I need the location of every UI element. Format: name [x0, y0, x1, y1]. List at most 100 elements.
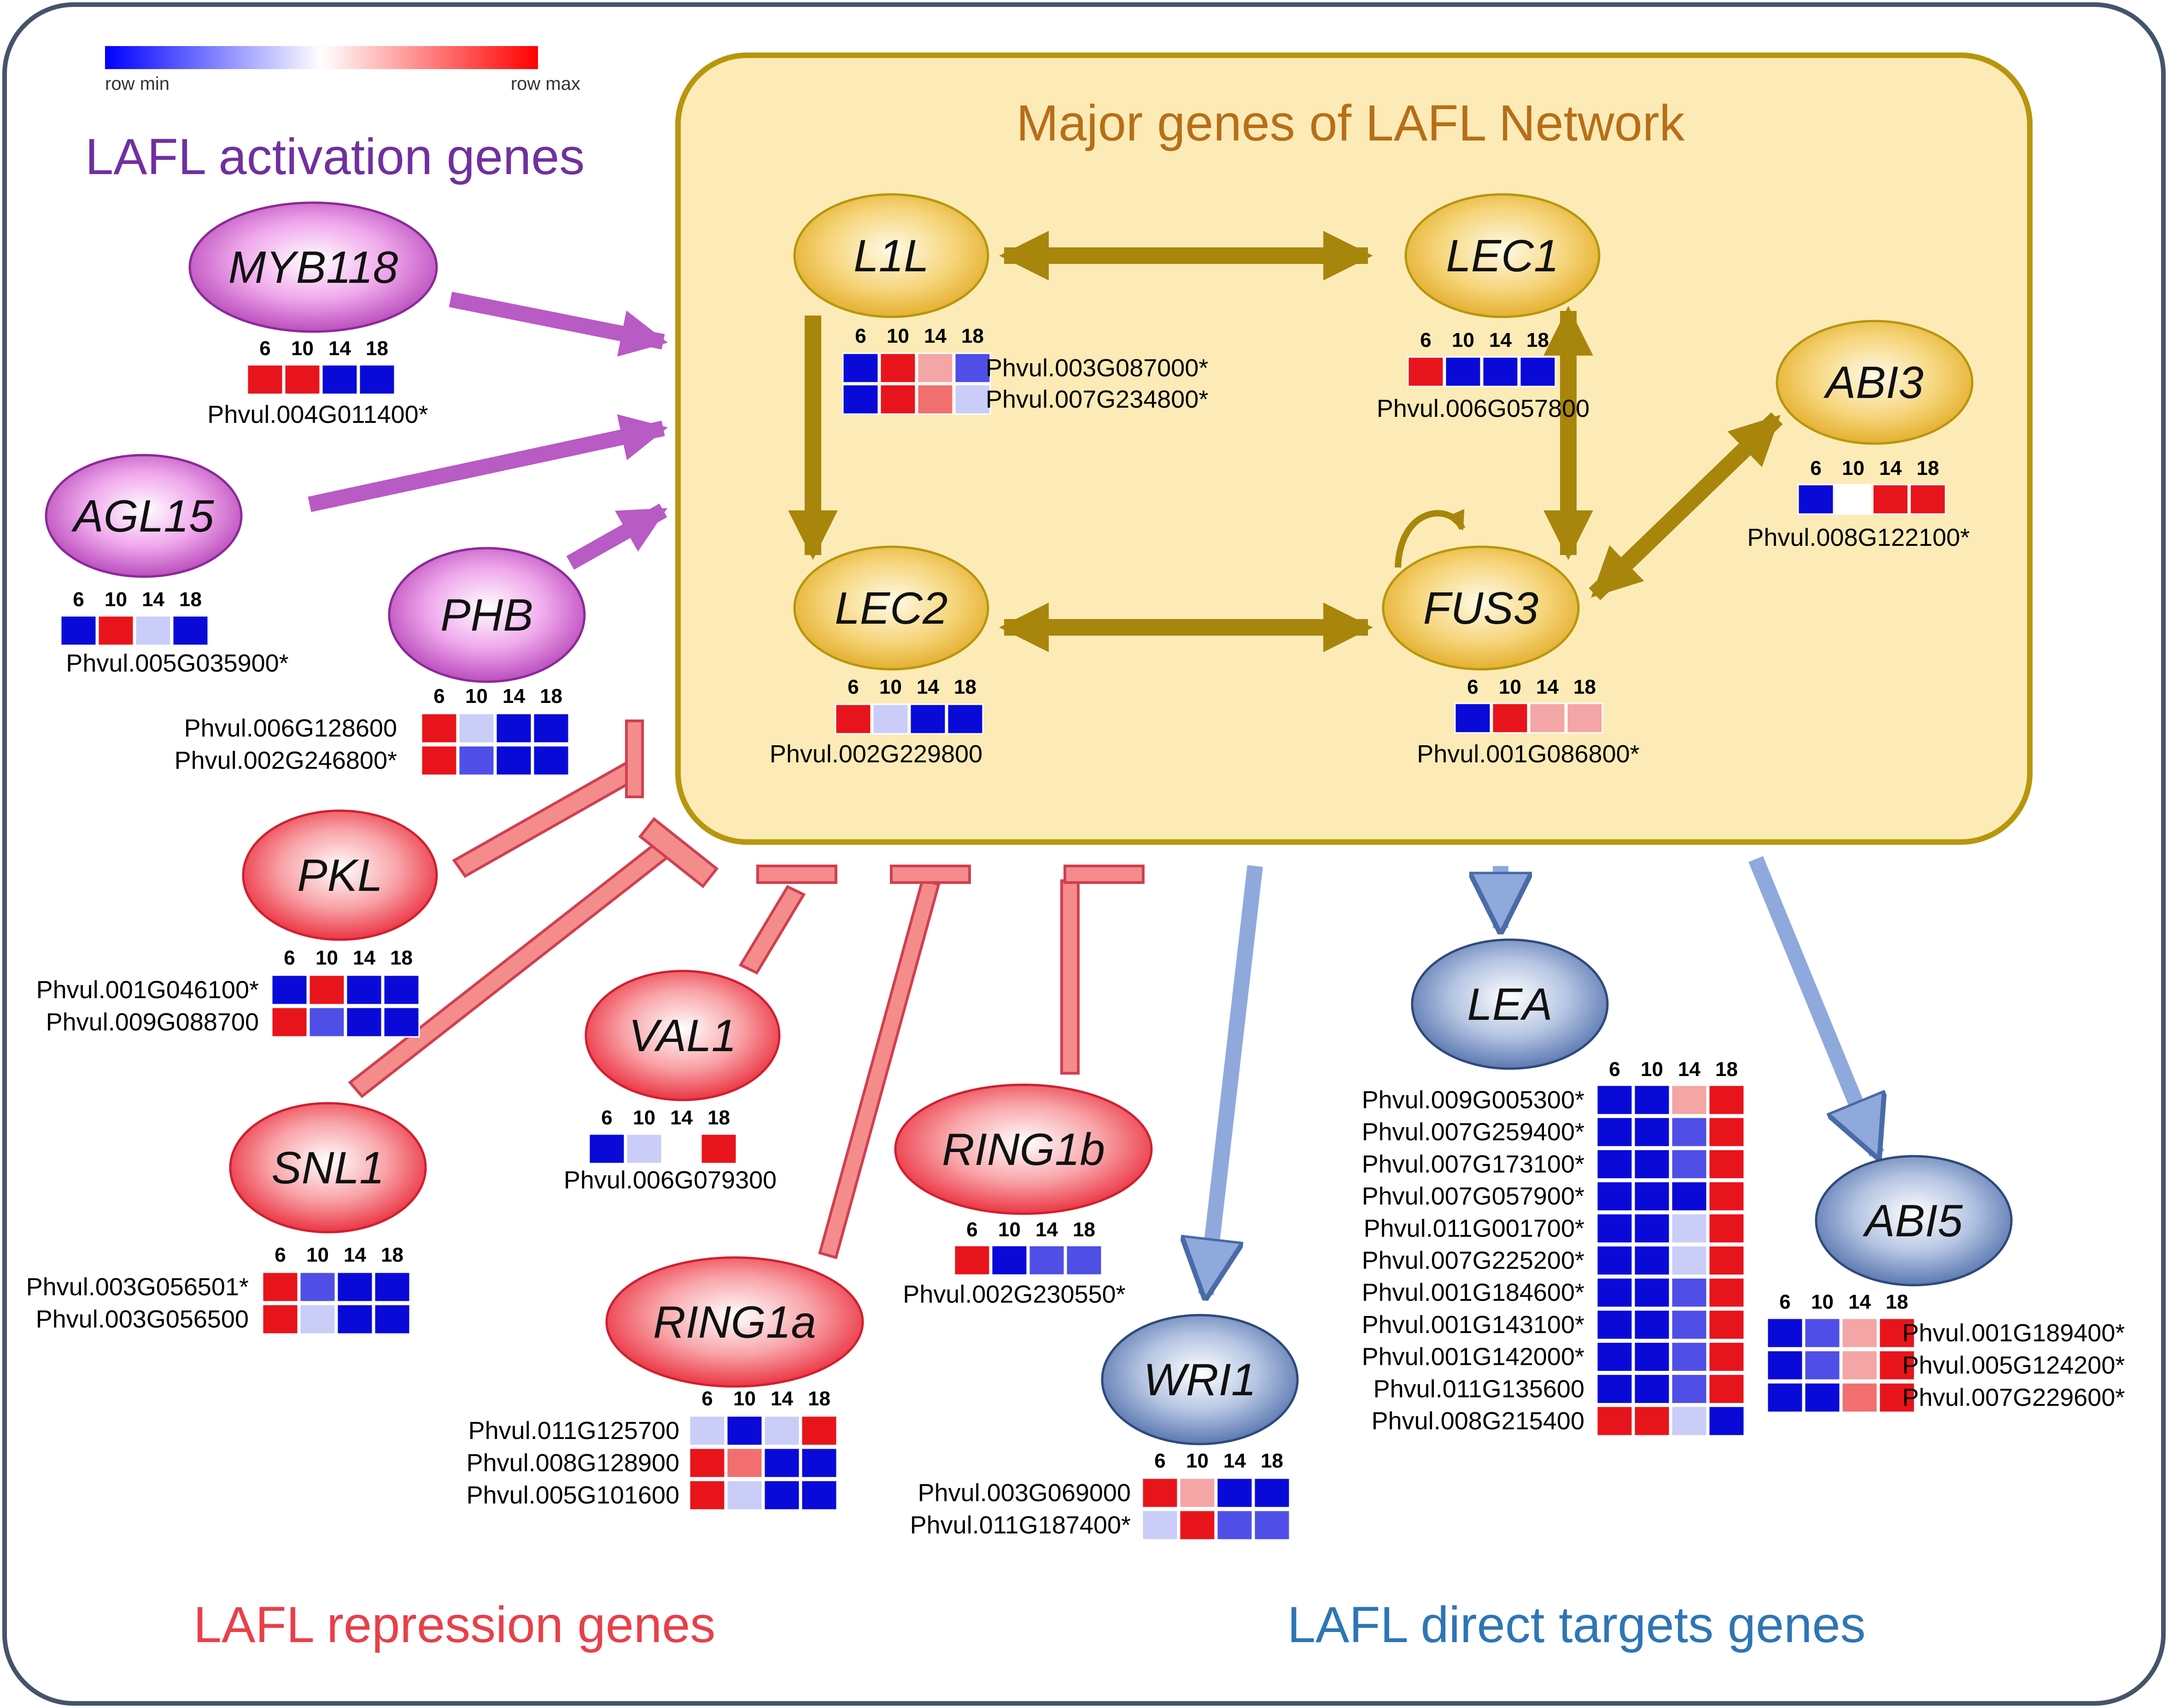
agl15-gene-id: Phvul.005G035900*	[66, 649, 288, 677]
heatmap-cell	[421, 713, 458, 744]
heatmap-cell	[271, 1006, 308, 1038]
abi5-time-header: 6	[1779, 1291, 1790, 1313]
abi3-time-header: 10	[1842, 457, 1864, 480]
val1-label: VAL1	[629, 1010, 736, 1061]
pkl-ellipse	[242, 809, 438, 941]
heatmap-cell	[663, 1133, 700, 1164]
fus3-time-header: 14	[1536, 676, 1559, 698]
heatmap-cell	[1708, 1148, 1745, 1180]
heatmap-cell	[1633, 1405, 1671, 1437]
val1-time-header: 14	[670, 1106, 693, 1129]
heatmap-cell	[1872, 484, 1909, 515]
heatmap-cell	[1841, 1317, 1878, 1349]
fus3-time-header: 6	[1467, 676, 1478, 698]
myb118-gene-id: Phvul.004G011400*	[207, 401, 428, 428]
heatmap-cell	[1596, 1117, 1633, 1148]
l1l-time-header: 18	[961, 325, 984, 347]
title-activation: LAFL activation genes	[85, 129, 584, 185]
arrow-phb-network	[566, 503, 667, 570]
lea-time-header: 14	[1678, 1058, 1701, 1081]
heatmap-cell	[1671, 1181, 1708, 1212]
heatmap-cell	[1454, 702, 1491, 734]
fus3-time-header: 18	[1573, 676, 1596, 698]
ring1a-gene-id: Phvul.005G101600	[467, 1481, 679, 1509]
ring1a-time-header: 6	[701, 1387, 713, 1410]
heatmap-cell	[1708, 1213, 1745, 1244]
heatmap-cell	[358, 364, 396, 395]
heatmap-cell	[689, 1480, 726, 1511]
arrow-network-abi5	[1748, 856, 1877, 1154]
pkl-time-header: 14	[353, 947, 375, 969]
heatmap-cell	[1519, 356, 1556, 387]
lec2-label: LEC2	[835, 583, 947, 633]
phb-label: PHB	[440, 590, 533, 640]
heatmap-cell	[954, 352, 991, 384]
title-targets: LAFL direct targets genes	[1287, 1597, 1866, 1653]
lea-ellipse	[1411, 938, 1609, 1070]
heatmap-cell	[1596, 1148, 1633, 1180]
ring1b-label: RING1b	[942, 1124, 1105, 1175]
lea-time-header: 18	[1715, 1058, 1738, 1081]
abi3-time-header: 6	[1810, 457, 1821, 480]
heatmap-cell	[1633, 1148, 1671, 1180]
heatmap-cell	[1671, 1117, 1708, 1148]
heatmap-cell	[271, 974, 308, 1006]
pkl-time-header: 10	[316, 947, 338, 969]
heatmap-cell	[1671, 1341, 1708, 1373]
pkl-time-header: 6	[284, 947, 295, 969]
heatmap-cell	[1804, 1317, 1841, 1349]
myb118-time-header: 14	[328, 337, 351, 360]
wri1-time-header: 14	[1223, 1450, 1246, 1472]
val1-gene-id: Phvul.006G079300	[564, 1166, 777, 1194]
heatmap-cell	[1633, 1084, 1671, 1116]
lea-gene-id: Phvul.001G184600*	[1362, 1279, 1584, 1306]
l1l-gene-id: Phvul.003G087000*	[986, 354, 1208, 382]
abi3-label: ABI3	[1823, 357, 1923, 408]
heatmap-cell	[801, 1447, 838, 1479]
heatmap-cell	[1878, 1382, 1916, 1413]
heatmap-cell	[726, 1447, 763, 1479]
inhibit-ring1b	[1060, 879, 1080, 1075]
lec1-time-header: 18	[1526, 329, 1549, 351]
inhibit-val1	[738, 885, 806, 975]
pkl-gene-id: Phvul.001G046100*	[36, 976, 259, 1004]
lea-gene-id: Phvul.009G005300*	[1362, 1086, 1584, 1114]
heatmap-cell	[458, 713, 495, 744]
lec2-time-header: 14	[917, 676, 939, 698]
inhibit-pkl-cap	[625, 719, 644, 798]
heatmap-cell	[1708, 1405, 1745, 1437]
lea-gene-id: Phvul.011G001700*	[1364, 1215, 1584, 1242]
heatmap-cell	[763, 1415, 801, 1446]
wri1-gene-id: Phvul.011G187400*	[910, 1511, 1131, 1539]
heatmap-cell	[726, 1480, 763, 1511]
heatmap-cell	[842, 384, 879, 415]
l1l-label: L1L	[853, 230, 929, 281]
heatmap-cell	[1708, 1309, 1745, 1340]
wri1-label: WRI1	[1144, 1354, 1256, 1405]
lea-gene-id: Phvul.007G259400*	[1362, 1118, 1584, 1146]
heatmap-cell	[262, 1271, 299, 1303]
heatmap-cell	[1841, 1350, 1878, 1381]
agl15-time-header: 10	[105, 588, 127, 611]
title-repression: LAFL repression genes	[193, 1597, 715, 1653]
heatmap-cell	[134, 615, 172, 646]
heatmap-cell	[842, 352, 879, 384]
heatmap-cell	[1596, 1373, 1633, 1404]
heatmap-cell	[1253, 1509, 1291, 1541]
